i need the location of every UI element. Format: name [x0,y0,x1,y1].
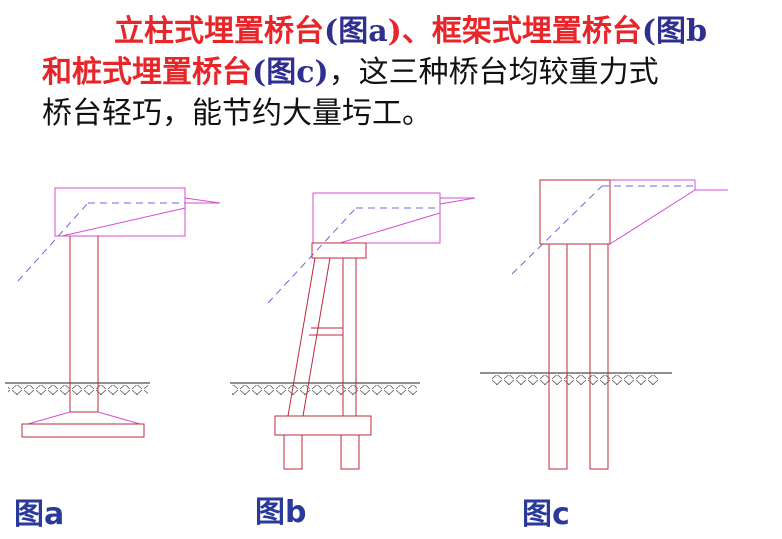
figure-b-frame [287,242,367,417]
caption-figure-b: 图b [255,495,307,530]
figure-a-footing [21,411,145,438]
text-segment: b [686,14,708,49]
text-segment: 和桩式埋置桥台 [42,55,252,90]
figure-c-ground [480,372,672,385]
text-segment: 立柱式埋置桥台 [114,14,324,49]
text-segment: (图 [324,14,369,49]
description-line-2: 和桩式埋置桥台(图c)，这三种桥台均较重力式 [42,55,659,91]
text-segment: a [368,14,388,49]
text-segment: (图 [641,14,687,49]
text-segment: ，这三种桥台均较重力式 [328,55,659,90]
figure-a-cap-beam [54,187,221,237]
text-segment: (图 [252,55,297,90]
figure-a-column [69,236,99,413]
figure-b-embankment-slope [267,207,440,304]
figure-b-ground [230,382,420,395]
figure-b [230,192,476,470]
text-segment: )、 [387,14,432,49]
figure-c-piles [548,243,609,470]
caption-figure-a: 图a [14,497,65,532]
figure-b-pile-cap-and-piles [274,415,372,470]
figure-c-embankment-slope [511,185,695,275]
description-line-1: 立柱式埋置桥台(图a)、框架式埋置桥台(图b [114,14,707,50]
text-segment: 桥台轻巧，能节约大量圬工。 [42,96,432,131]
description-line-3: 桥台轻巧，能节约大量圬工。 [42,96,432,132]
figure-c [480,179,728,470]
text-segment: c [296,55,315,90]
text-segment: 框架式埋置桥台 [431,14,642,49]
figure-c-cap-beam [539,179,728,245]
figure-a-ground [5,382,150,395]
caption-figure-c: 图c [522,497,570,532]
figure-a-embankment-slope [17,202,185,282]
text-segment: ) [314,55,329,90]
figure-b-cap-beam [312,192,476,244]
figure-a [5,187,221,438]
